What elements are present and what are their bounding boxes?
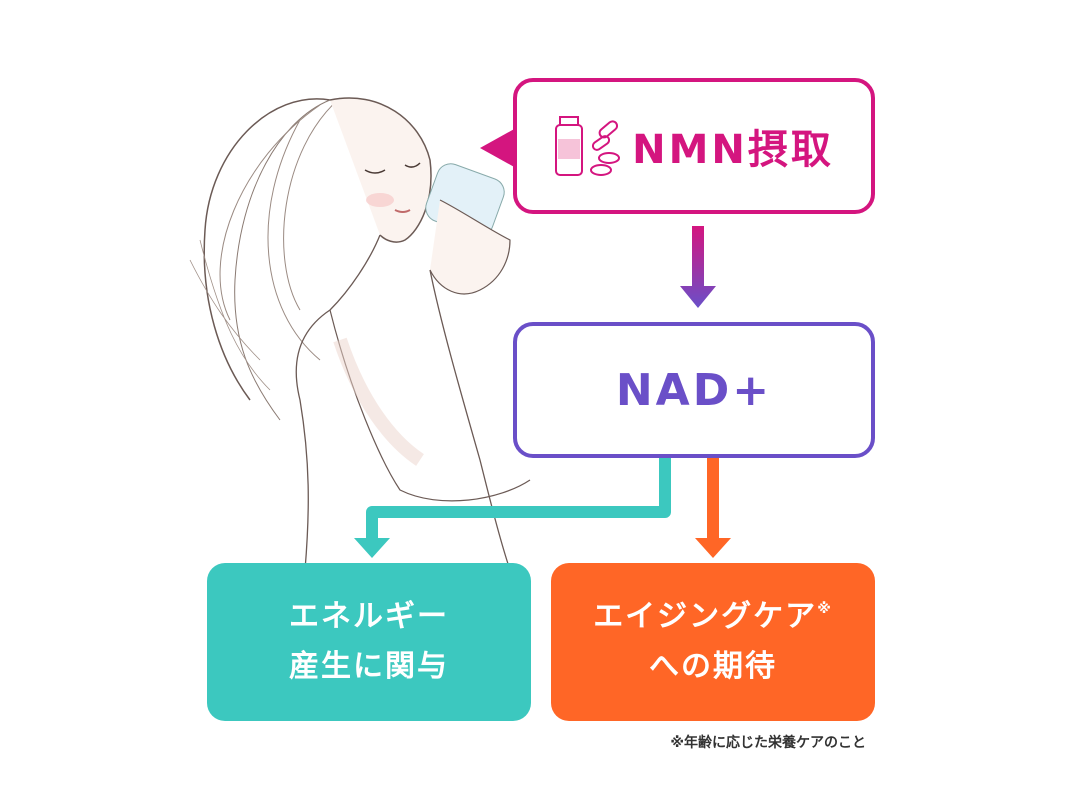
speech-pointer — [480, 128, 516, 168]
footnote: ※年齢に応じた栄養ケアのこと — [670, 735, 866, 751]
footnote-mark: ※ — [817, 601, 833, 617]
energy-line1: エネルギー — [289, 599, 449, 634]
nad-plus-label: NAD+ — [615, 364, 773, 416]
aging-line1: エイジングケア — [593, 599, 818, 634]
energy-production-box: エネルギー 産生に関与 — [207, 563, 531, 721]
woman-drinking-illustration — [189, 97, 531, 570]
aging-care-box: エイジングケア※ への期待 — [551, 563, 875, 721]
nad-plus-box: NAD+ — [513, 322, 875, 458]
arrow-nad-to-aging — [695, 458, 731, 558]
arrow-nad-to-energy — [354, 458, 671, 558]
down-arrow-nmn-to-nad — [680, 226, 716, 308]
aging-line2: への期待 — [649, 649, 777, 684]
nmn-intake-label: NMN摂取 — [632, 127, 834, 173]
nmn-intake-box: NMN摂取 — [513, 78, 875, 214]
supplement-bottle-and-pills-icon — [555, 116, 621, 176]
energy-line2: 産生に関与 — [289, 649, 449, 684]
